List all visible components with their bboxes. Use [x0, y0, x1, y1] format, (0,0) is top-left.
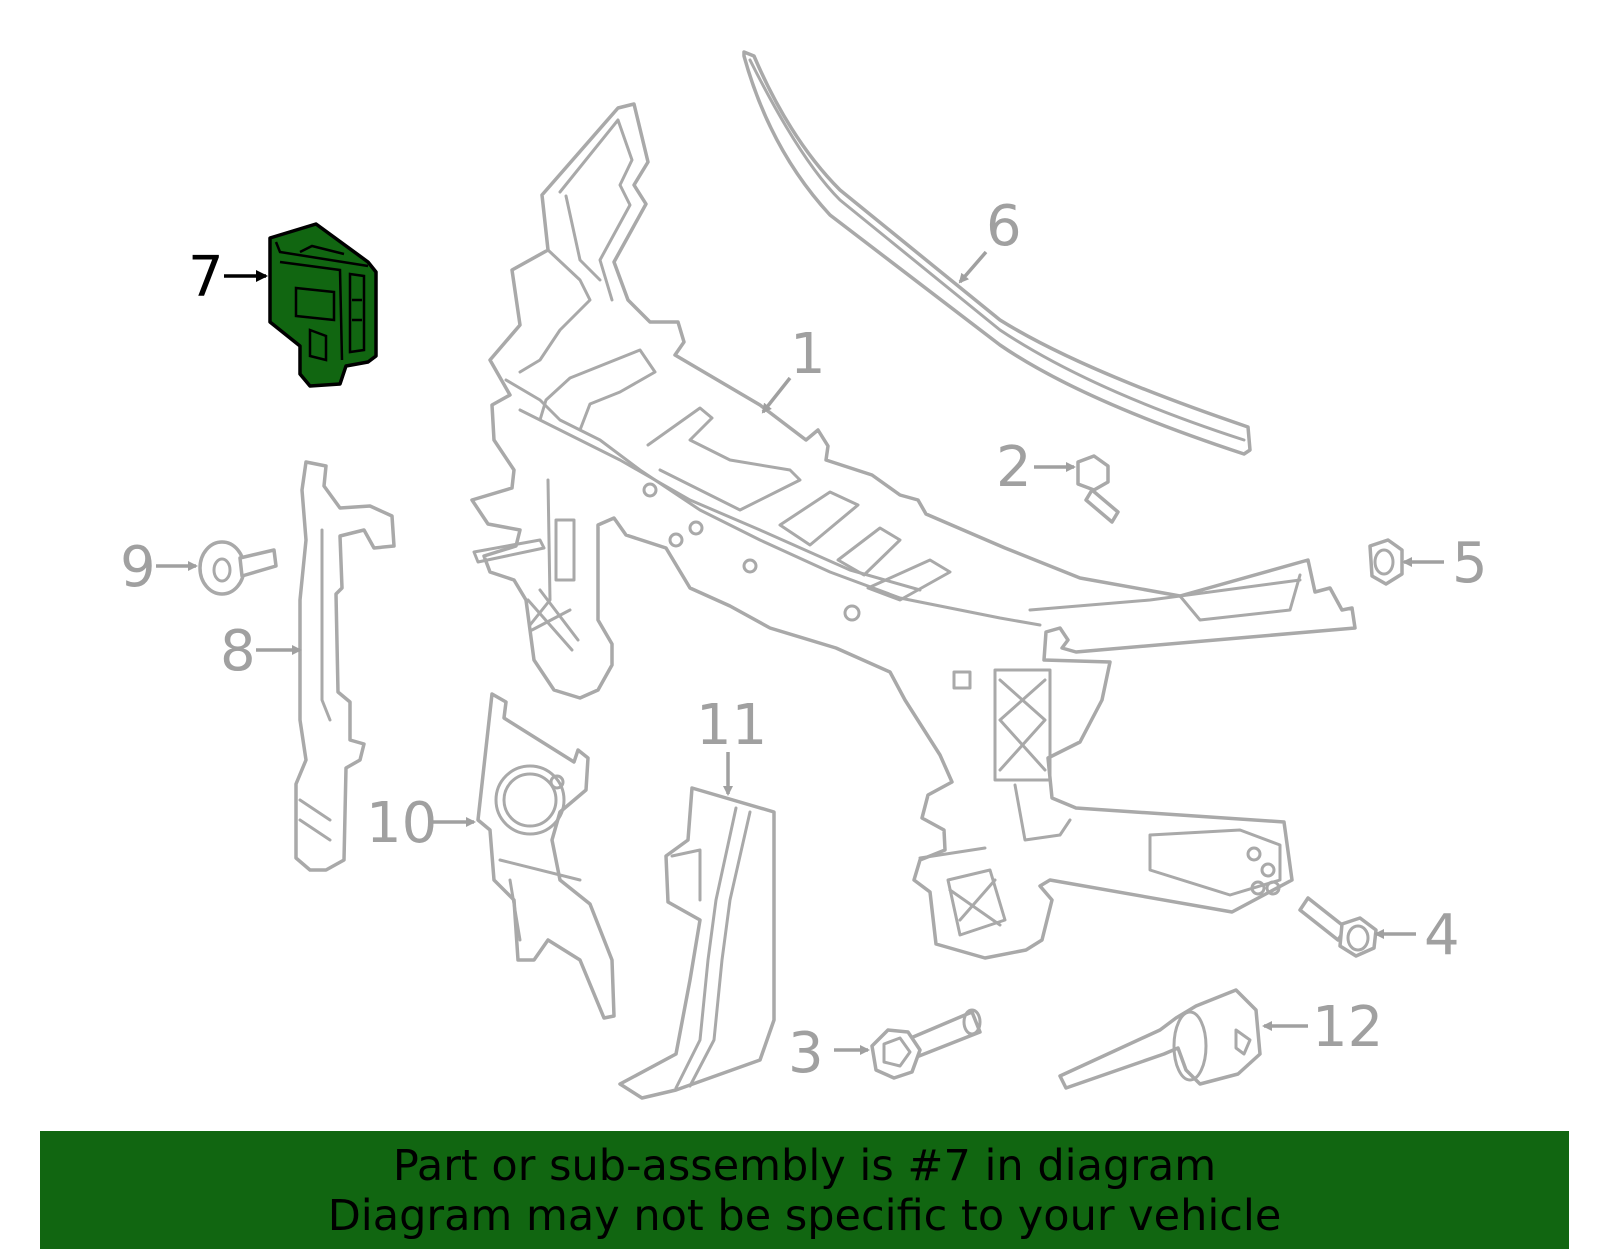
part-8-side-bracket[interactable] — [294, 460, 396, 872]
part-6-seal-strip[interactable] — [742, 50, 1252, 456]
info-banner: Part or sub-assembly is #7 in diagram Di… — [40, 1131, 1569, 1249]
part-9-clip[interactable] — [198, 540, 278, 596]
callout-8: 8 — [220, 619, 256, 684]
callout-9: 9 — [120, 535, 156, 600]
part-3-bolt[interactable] — [870, 1008, 982, 1080]
part-10-bracket-plate[interactable] — [476, 692, 616, 1020]
leader-arrow-1 — [761, 376, 792, 414]
part-11-air-deflector[interactable] — [618, 786, 776, 1100]
part-7-module-highlighted[interactable] — [268, 222, 378, 388]
callout-7: 7 — [188, 245, 224, 310]
part-1-radiator-support[interactable] — [470, 102, 1357, 960]
banner-line-2: Diagram may not be specific to your vehi… — [327, 1191, 1282, 1241]
callout-4: 4 — [1424, 903, 1460, 968]
callout-10: 10 — [366, 791, 437, 856]
part-4-bolt[interactable] — [1298, 896, 1378, 958]
leader-arrow-6 — [958, 250, 988, 284]
part-5-nut[interactable] — [1368, 538, 1404, 586]
part-2-bolt[interactable] — [1076, 454, 1120, 524]
parts-diagram: 1 2 3 4 5 6 7 8 9 10 11 12 — [120, 50, 1488, 1100]
callout-6: 6 — [986, 194, 1022, 259]
callout-2: 2 — [996, 435, 1032, 500]
callout-12: 12 — [1312, 995, 1383, 1060]
callout-1: 1 — [790, 322, 826, 387]
banner-line-1: Part or sub-assembly is #7 in diagram — [392, 1141, 1217, 1191]
callout-3: 3 — [788, 1021, 824, 1086]
callout-5: 5 — [1452, 531, 1488, 596]
callout-11: 11 — [696, 693, 767, 758]
part-12-mount[interactable] — [1058, 988, 1262, 1090]
